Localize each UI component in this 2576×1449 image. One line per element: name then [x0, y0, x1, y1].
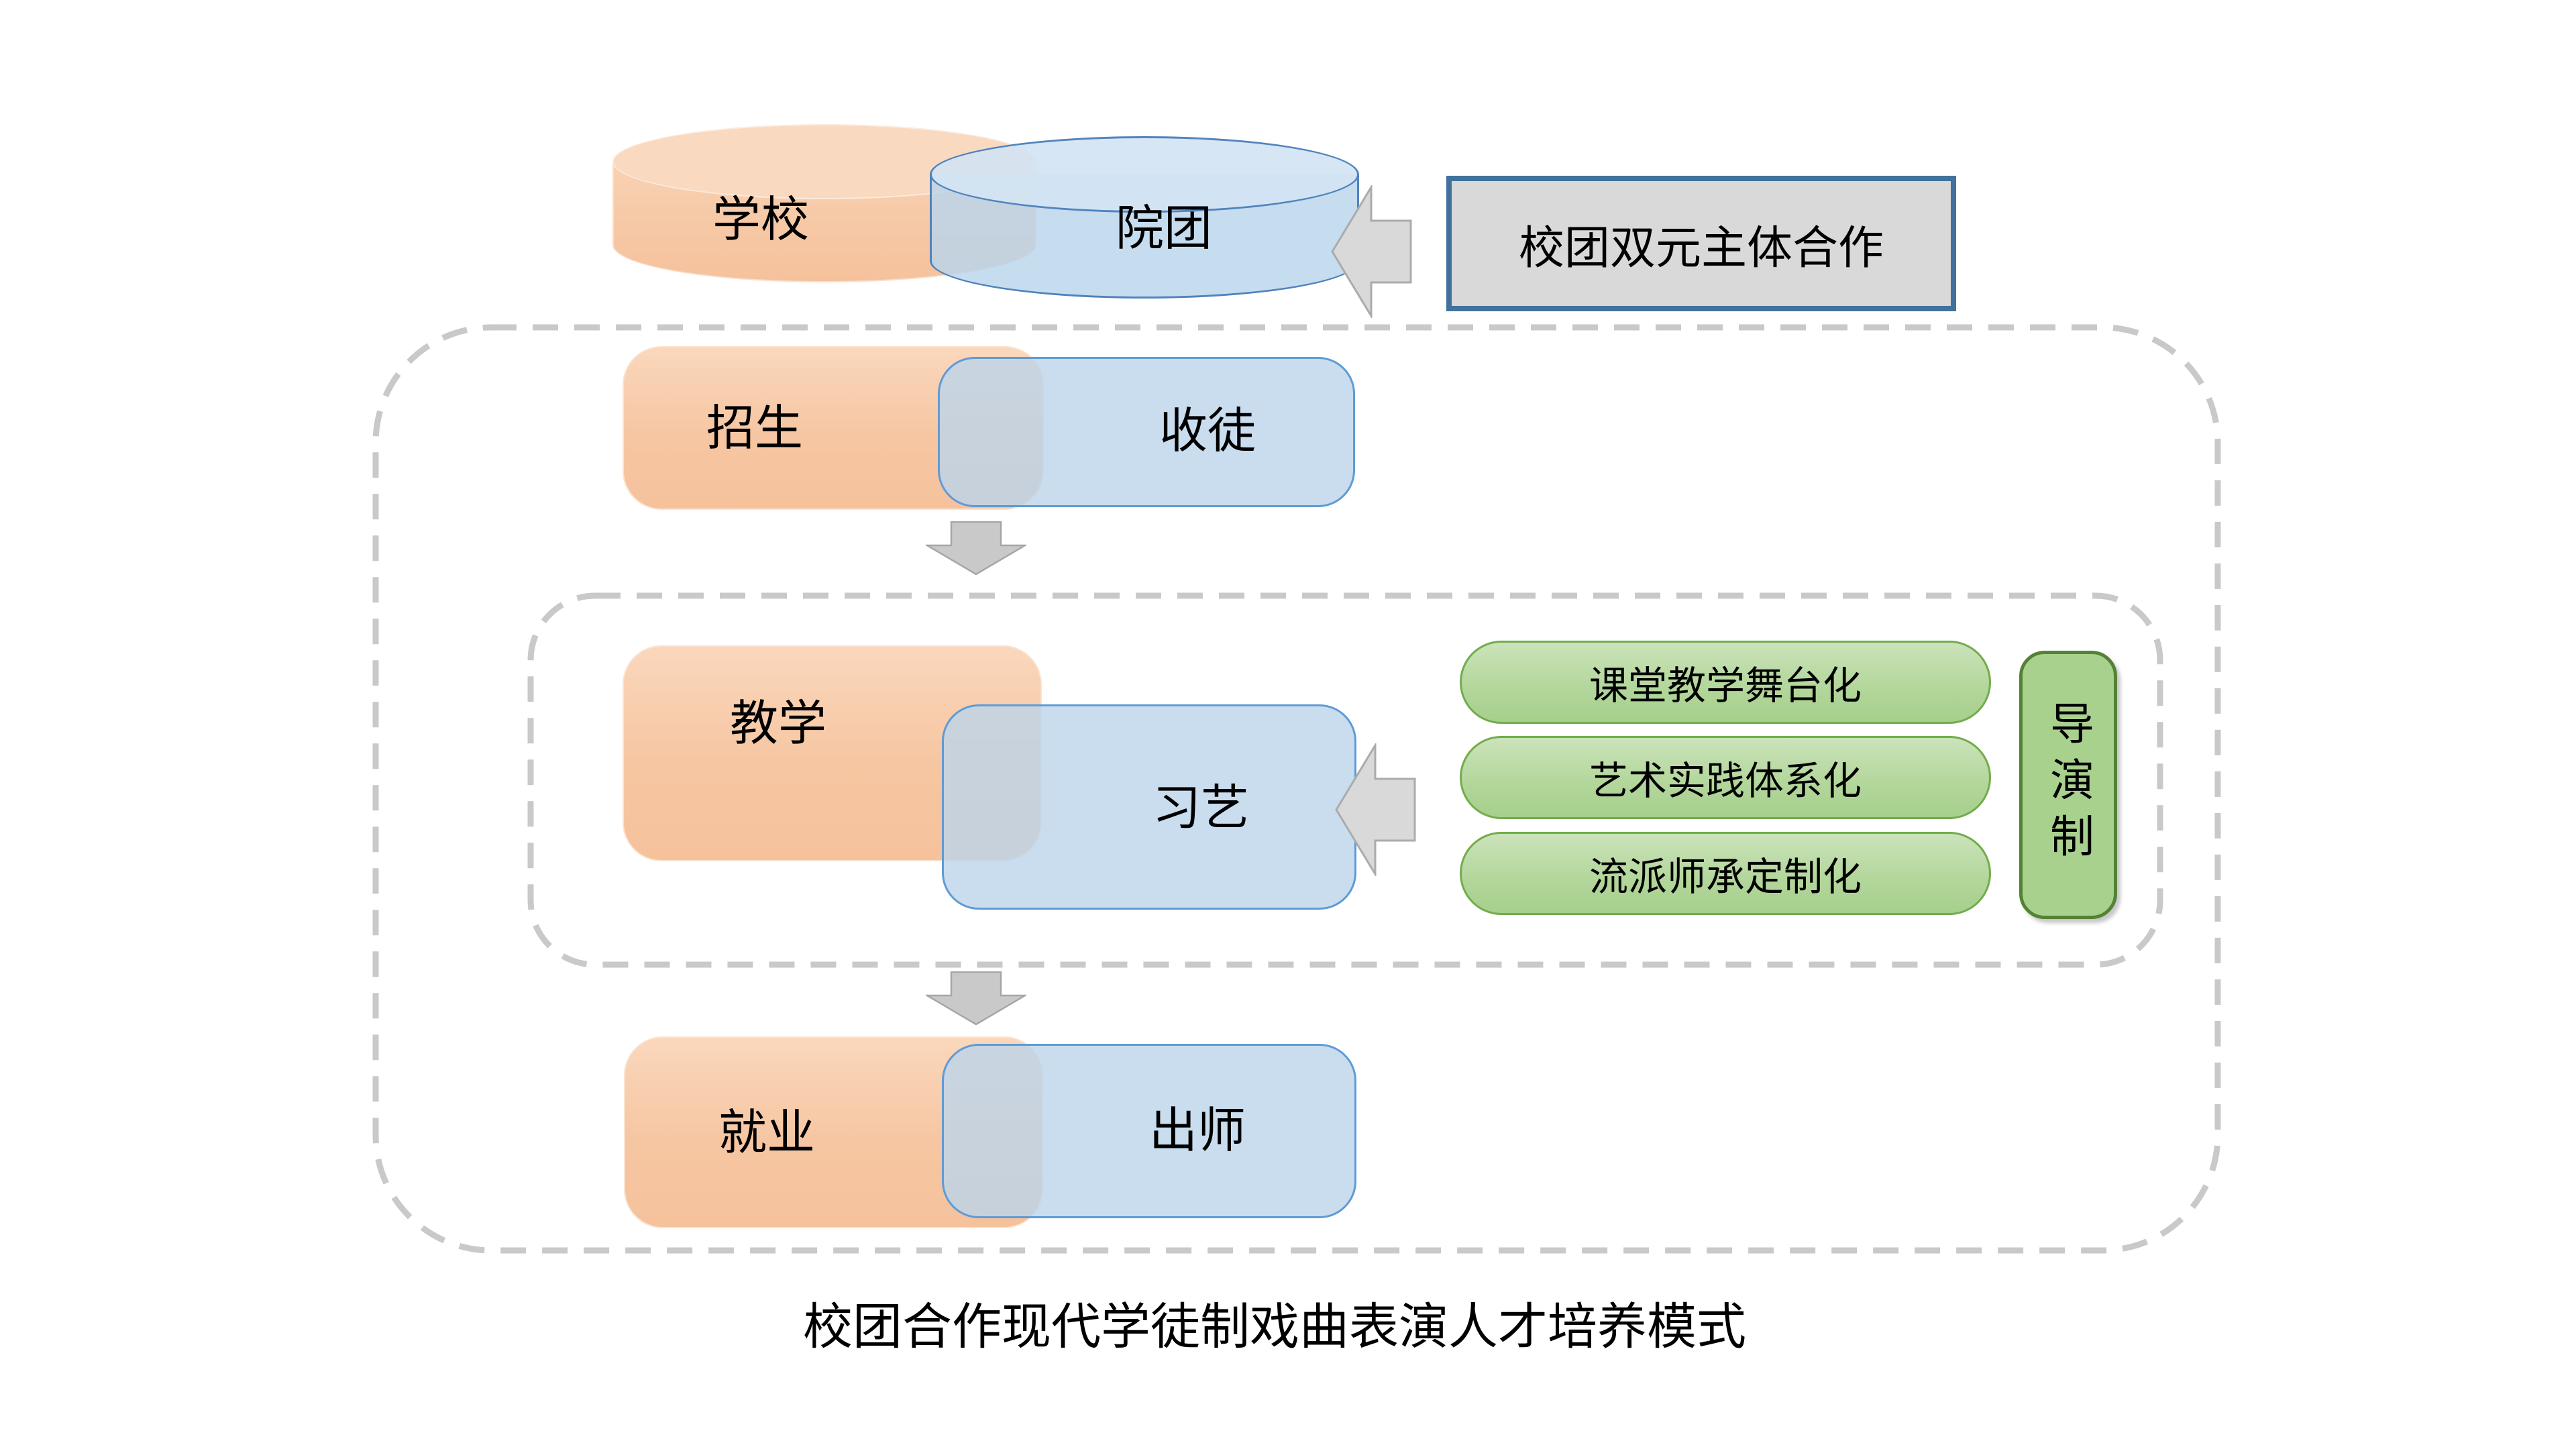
director-system-box: 导演制	[2019, 651, 2117, 919]
teaching-method-pill: 艺术实践体系化	[1460, 736, 1991, 819]
teaching-school-label: 教学	[729, 695, 826, 751]
employment-troupe-label: 出师	[1148, 1102, 1246, 1159]
teaching-arrow-left-icon	[1335, 743, 1416, 876]
teaching-method-label: 艺术实践体系化	[1589, 758, 1862, 804]
teaching-troupe-label: 习艺	[1152, 780, 1249, 836]
enrollment-troupe-box	[938, 357, 1355, 507]
teaching-method-pill: 流派师承定制化	[1460, 832, 1991, 915]
employment-school-label: 就业	[718, 1104, 815, 1161]
flow-arrow-down-icon	[926, 971, 1026, 1025]
director-system-label: 导演制	[2043, 700, 2094, 869]
employment-troupe-box	[942, 1044, 1356, 1218]
outer-process-container	[372, 324, 2221, 1254]
diagram-caption: 校团合作现代学徒制戏曲表演人才培养模式	[803, 1298, 1746, 1356]
cooperation-box: 校团双元主体合作	[1446, 176, 1956, 311]
enrollment-school-label: 招生	[706, 400, 803, 456]
school-cylinder-label: 学校	[712, 191, 809, 248]
inner-teaching-container	[527, 592, 2163, 968]
teaching-method-pill: 课堂教学舞台化	[1460, 641, 1991, 724]
enrollment-troupe-label: 收徒	[1159, 402, 1256, 459]
troupe-cylinder-top	[930, 136, 1359, 213]
cooperation-box-label: 校团双元主体合作	[1518, 221, 1884, 275]
teaching-method-label: 课堂教学舞台化	[1589, 663, 1862, 708]
cooperation-arrow-left-icon	[1331, 185, 1412, 318]
teaching-method-label: 流派师承定制化	[1589, 854, 1862, 900]
troupe-cylinder-label: 院团	[1115, 200, 1212, 256]
flow-arrow-down-icon	[926, 521, 1026, 575]
teaching-troupe-box	[942, 704, 1356, 910]
